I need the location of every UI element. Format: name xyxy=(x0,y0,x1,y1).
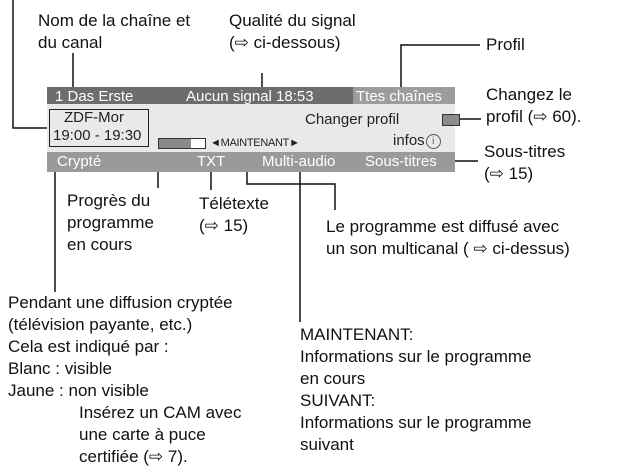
caption-teletext-l2: (⇨ 15) xyxy=(199,216,249,235)
banner-bottom-bar xyxy=(47,152,455,172)
caption-channel-l1: Nom de la chaîne et xyxy=(38,11,191,30)
program-time: 19:00 - 19:30 xyxy=(53,127,142,144)
caption-multichannel-l1: Le programme est diffusé avec xyxy=(326,217,560,236)
now-label: ◄MAINTENANT► xyxy=(210,137,300,149)
caption-multichannel-l2: un son multicanal ( ⇨ ci-dessus) xyxy=(326,239,570,258)
infos-text: infos xyxy=(393,132,425,149)
change-profile-label: Changer profil xyxy=(305,111,400,128)
caption-now-l4: SUIVANT: xyxy=(300,391,376,410)
info-icon: i xyxy=(425,134,441,149)
caption-change-profile-l1: Changez le xyxy=(486,85,573,104)
caption-progress-l2: programme xyxy=(67,213,154,232)
profile-tag xyxy=(353,87,455,106)
caption-crypted-l5: Jaune : non visible xyxy=(8,381,149,400)
caption-signal-l2: (⇨ ci-dessous) xyxy=(229,33,341,52)
txt-label: TXT xyxy=(197,153,226,170)
caption-progress-l1: Progrès du xyxy=(67,191,151,210)
progress-bar xyxy=(158,138,206,149)
signal-label: Aucun signal 18:53 xyxy=(186,88,314,105)
multi-audio-label: Multi-audio xyxy=(262,153,336,170)
progress-fill xyxy=(159,139,192,148)
leader-profile xyxy=(400,44,480,89)
caption-crypted-l1: Pendant une diffusion cryptée xyxy=(8,293,233,312)
profile-label: Ttes chaînes xyxy=(356,88,442,105)
crypted-label: Crypté xyxy=(57,153,102,170)
caption-change-profile-l2: profil (⇨ 60). xyxy=(486,107,582,126)
caption-signal-l1: Qualité du signal xyxy=(229,11,356,30)
caption-now-l5: Informations sur le programme xyxy=(300,413,532,432)
caption-crypted-l4: Blanc : visible xyxy=(8,359,112,378)
caption-now-l1: MAINTENANT: xyxy=(300,325,414,344)
banner-middle xyxy=(47,104,455,152)
caption-now-l6: suivant xyxy=(300,435,354,454)
caption-now-l2: Informations sur le programme xyxy=(300,347,532,366)
caption-teletext-l1: Télétexte xyxy=(199,194,269,213)
caption-crypted-l7: une carte à puce xyxy=(79,425,206,444)
caption-now-l3: en cours xyxy=(300,369,366,388)
subtitles-label: Sous-titres xyxy=(365,153,437,170)
caption-crypted-l6: Insérez un CAM avec xyxy=(79,403,242,422)
caption-crypted-l3: Cela est indiqué par : xyxy=(8,337,169,356)
caption-crypted-l2: (télévision payante, etc.) xyxy=(8,315,193,334)
caption-profile: Profil xyxy=(486,35,525,54)
program-box xyxy=(49,109,149,147)
channel-label: 1 Das Erste xyxy=(55,88,134,105)
profile-swatch xyxy=(442,114,460,126)
program-name: ZDF-Mor xyxy=(64,109,124,126)
caption-subtitles-l2: (⇨ 15) xyxy=(484,164,534,183)
caption-channel-l2: du canal xyxy=(38,33,103,52)
caption-crypted-l8: certifiée (⇨ 7). xyxy=(79,447,188,466)
caption-progress-l3: en cours xyxy=(67,235,133,254)
caption-subtitles-l1: Sous-titres xyxy=(484,142,566,161)
